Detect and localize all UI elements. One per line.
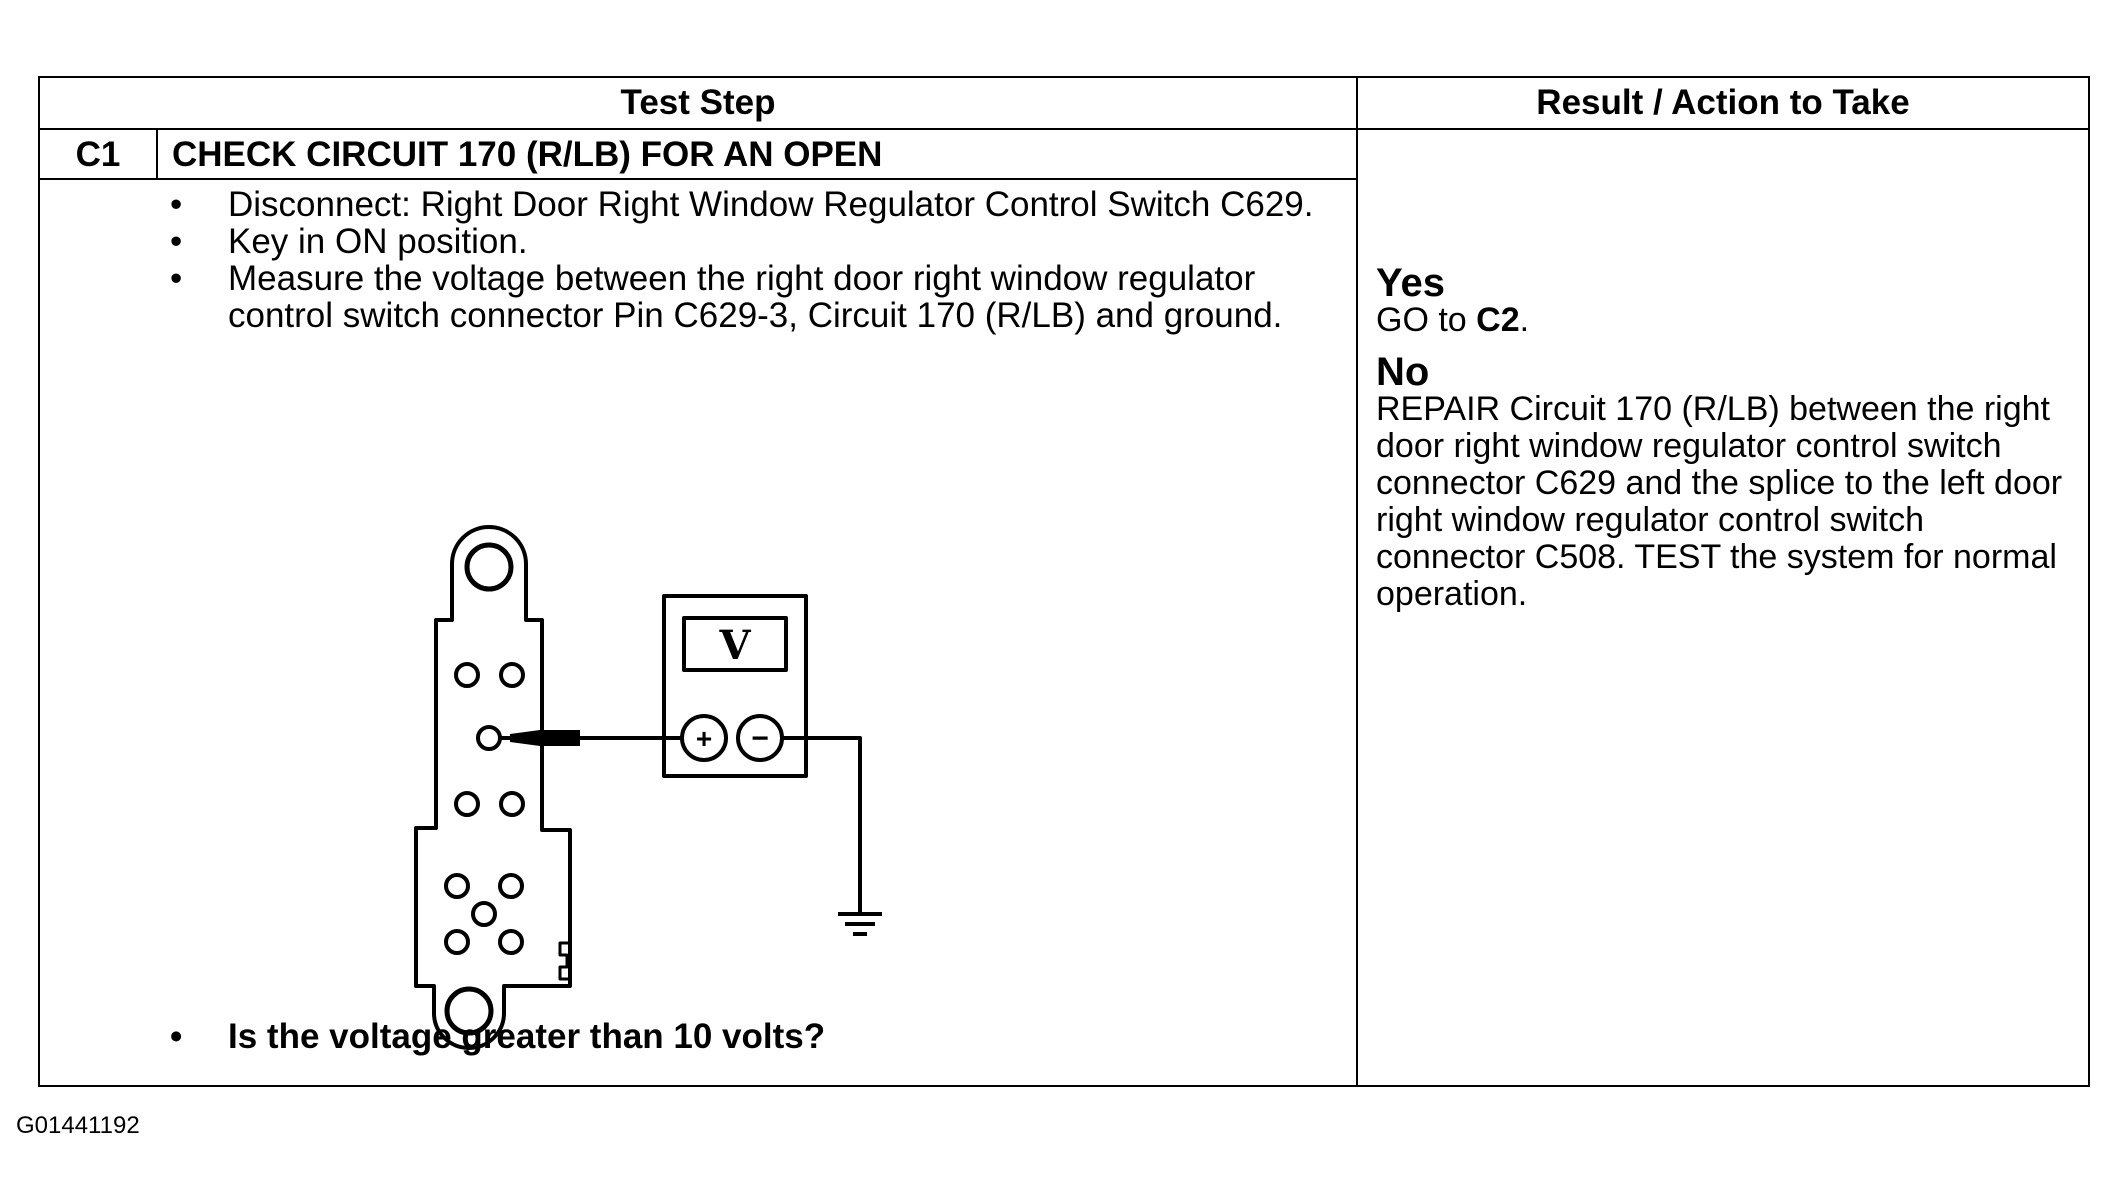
voltmeter-body — [662, 594, 808, 778]
pin-cavity — [454, 791, 480, 817]
no-label: No — [1376, 350, 1430, 394]
connector-outline — [414, 525, 572, 1050]
result-column: Yes GO to C2. No REPAIR Circuit 170 (R/L… — [1376, 180, 2076, 613]
header-result-action: Result / Action to Take — [1536, 83, 1910, 122]
yes-action: GO to C2. — [1376, 302, 2076, 339]
minus-symbol: − — [751, 722, 769, 755]
diagnostic-table: Test Step Result / Action to Take C1 CHE… — [38, 76, 2090, 1087]
probe-tip — [510, 730, 580, 746]
pin-cavity — [476, 725, 502, 751]
step-id-divider — [156, 130, 158, 180]
step-title: CHECK CIRCUIT 170 (R/LB) FOR AN OPEN — [172, 135, 883, 174]
step-id: C1 — [75, 135, 121, 174]
pin-cavity — [499, 791, 525, 817]
mounting-hole-top — [464, 542, 514, 592]
yes-action-prefix: GO to — [1376, 301, 1477, 339]
voltmeter-connector-diagram: V + − — [414, 525, 882, 1050]
pin-cavity — [454, 662, 480, 688]
figure-code: G01441192 — [16, 1112, 140, 1139]
instruction-list: Disconnect: Right Door Right Window Regu… — [40, 186, 1340, 334]
yes-action-suffix: . — [1519, 301, 1530, 339]
pin-cavity — [498, 873, 524, 899]
plus-symbol: + — [696, 723, 712, 754]
pin-cavity — [498, 929, 524, 955]
header-test-step: Test Step — [620, 83, 776, 122]
connector-latch — [558, 941, 570, 981]
pin-cavity — [444, 929, 470, 955]
yes-label: Yes — [1376, 261, 1445, 305]
test-question: Is the voltage greater than 10 volts? — [40, 1018, 1340, 1055]
header-divider — [40, 128, 2088, 130]
instruction-item: Disconnect: Right Door Right Window Regu… — [40, 186, 1340, 223]
pin-cavity — [444, 873, 470, 899]
no-action: REPAIR Circuit 170 (R/LB) between the ri… — [1376, 390, 2063, 613]
column-divider — [1356, 78, 1358, 1085]
negative-lead — [782, 736, 862, 914]
question-list: Is the voltage greater than 10 volts? — [40, 1018, 1340, 1055]
voltmeter-display-label: V — [718, 622, 751, 669]
pin-cavity — [499, 662, 525, 688]
instruction-item: Measure the voltage between the right do… — [40, 260, 1340, 334]
step-title-divider — [40, 178, 1356, 180]
yes-action-target: C2 — [1476, 301, 1520, 339]
pin-cavity — [471, 901, 497, 927]
instruction-item: Key in ON position. — [40, 223, 1340, 260]
voltmeter-display — [682, 616, 788, 672]
